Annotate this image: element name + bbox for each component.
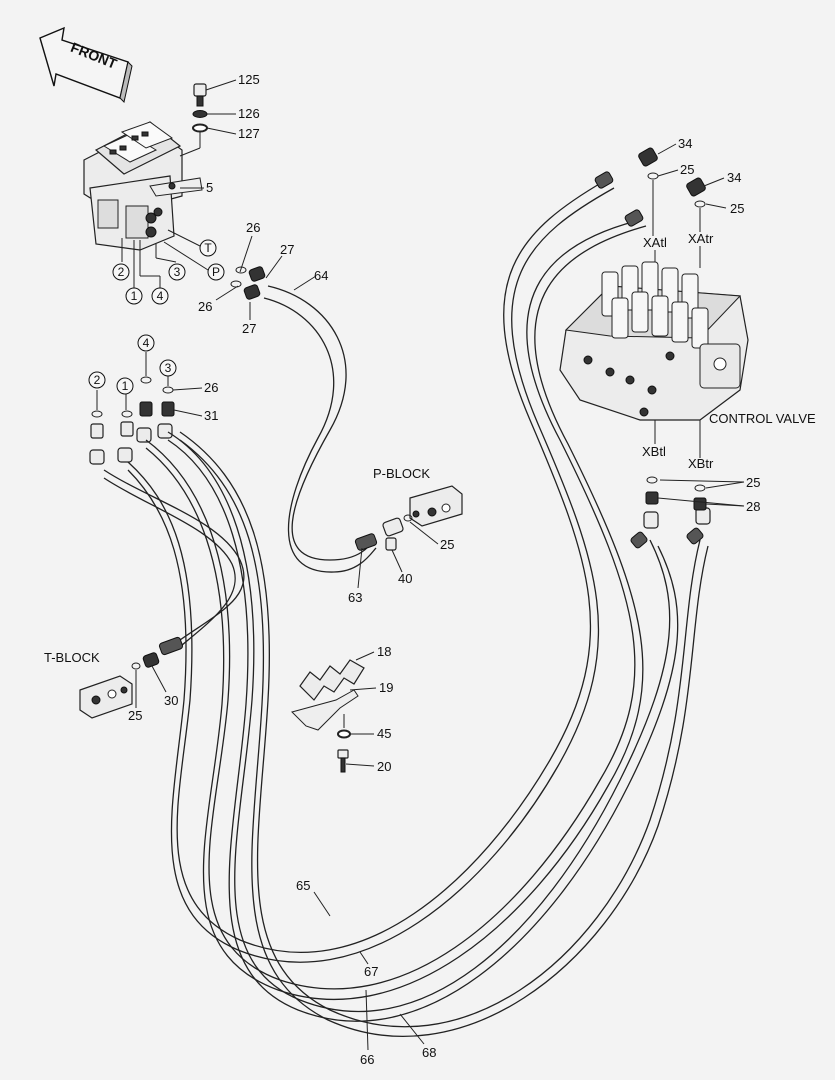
callout-127: 127	[238, 126, 260, 141]
callout-45: 45	[377, 726, 391, 741]
callout-26-a: 26	[246, 220, 260, 235]
callout-126: 126	[238, 106, 260, 121]
callout-26-b: 26	[198, 299, 212, 314]
port-2-bottom: 2	[94, 373, 101, 387]
callout-67: 67	[364, 964, 378, 979]
callout-125: 125	[238, 72, 260, 87]
callout-66: 66	[360, 1052, 374, 1067]
port-p: P	[212, 265, 220, 279]
callout-63: 63	[348, 590, 362, 605]
p-block-icon	[382, 485, 463, 551]
callout-65: 65	[296, 878, 310, 893]
pilot-fittings	[89, 376, 175, 465]
port-xatr-label: XAtr	[688, 231, 714, 246]
callout-27-a: 27	[280, 242, 294, 257]
front-arrow-icon: FRONT	[39, 26, 133, 103]
t-block-label: T-BLOCK	[44, 650, 100, 665]
hoses	[103, 179, 709, 1038]
callout-25-d: 25	[440, 537, 454, 552]
port-4-top: 4	[157, 289, 164, 303]
callout-40: 40	[398, 571, 412, 586]
callout-28: 28	[746, 499, 760, 514]
callout-64: 64	[314, 268, 328, 283]
port-1-top: 1	[131, 289, 138, 303]
callout-31: 31	[204, 408, 218, 423]
callout-18: 18	[377, 644, 391, 659]
port-xatl-label: XAtl	[643, 235, 667, 250]
port-1-bottom: 1	[122, 379, 129, 393]
control-valve-label: CONTROL VALVE	[709, 411, 816, 426]
callout-27-b: 27	[242, 321, 256, 336]
port-t: T	[204, 241, 212, 255]
callout-34-b: 34	[727, 170, 741, 185]
t-block-icon	[79, 652, 160, 719]
pedal-valve-icon	[83, 121, 203, 251]
port-xbtr-label: XBtr	[688, 456, 714, 471]
callout-68: 68	[422, 1045, 436, 1060]
port-circles	[88, 239, 225, 395]
callout-34-a: 34	[678, 136, 692, 151]
control-valve-icon	[559, 261, 749, 421]
port-xbtl-label: XBtl	[642, 444, 666, 459]
p-block-label: P-BLOCK	[373, 466, 430, 481]
callout-19: 19	[379, 680, 393, 695]
port-3-top: 3	[174, 265, 181, 279]
callout-30: 30	[164, 693, 178, 708]
callout-20: 20	[377, 759, 391, 774]
callout-25-e: 25	[128, 708, 142, 723]
bolt-icon	[192, 83, 208, 133]
port-4-bottom: 4	[143, 336, 150, 350]
callout-5: 5	[206, 180, 213, 195]
callout-25-a: 25	[680, 162, 694, 177]
port-3-bottom: 3	[165, 361, 172, 375]
clamp-icon	[291, 659, 365, 773]
port-2-top: 2	[118, 265, 125, 279]
callout-25-c: 25	[746, 475, 760, 490]
callout-26-c: 26	[204, 380, 218, 395]
callout-25-b: 25	[730, 201, 744, 216]
